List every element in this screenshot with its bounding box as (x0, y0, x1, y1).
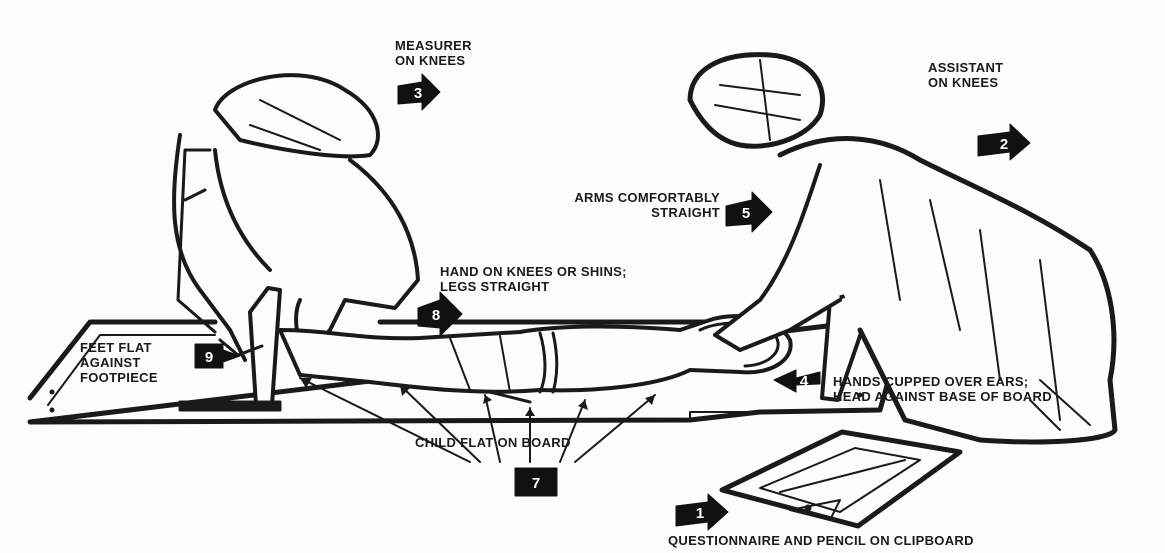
label-arms-straight: ARMS COMFORTABLY STRAIGHT (490, 190, 720, 220)
badge-9-number: 9 (205, 349, 213, 366)
label-questionnaire: QUESTIONNAIRE AND PENCIL ON CLIPBOARD (668, 533, 974, 548)
badge-4-number: 4 (800, 373, 809, 390)
badge-3-number: 3 (414, 85, 422, 102)
badge-1-number: 1 (696, 505, 704, 522)
label-hand-on-knees: HAND ON KNEES OR SHINS; LEGS STRAIGHT (440, 264, 627, 294)
label-assistant: ASSISTANT ON KNEES (928, 60, 1003, 90)
badge-7-number: 7 (532, 475, 540, 492)
clipboard (722, 432, 960, 526)
badge-8-number: 8 (432, 307, 440, 324)
badge-5-number: 5 (742, 205, 750, 222)
label-measurer: MEASURER ON KNEES (395, 38, 472, 68)
label-hands-cupped: HANDS CUPPED OVER EARS; HEAD AGAINST BAS… (833, 374, 1052, 404)
label-child-flat: CHILD FLAT ON BOARD (415, 435, 571, 450)
label-feet-flat: FEET FLAT AGAINST FOOTPIECE (80, 340, 158, 385)
badge-2-number: 2 (1000, 136, 1008, 153)
